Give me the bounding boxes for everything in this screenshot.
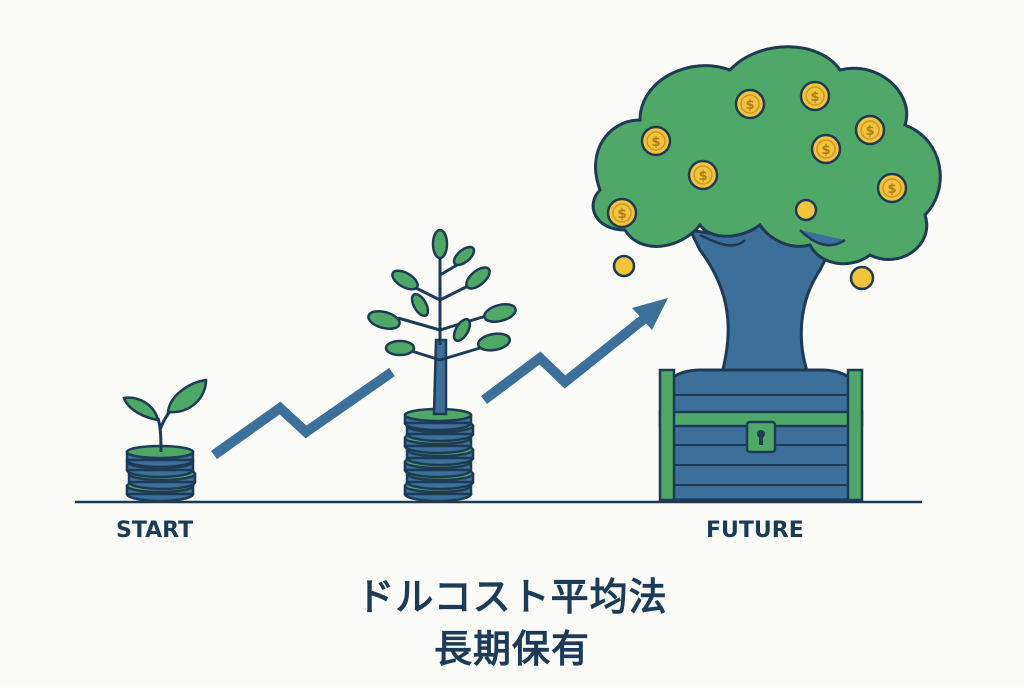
future-label: FUTURE	[706, 518, 804, 543]
title-line-2: 長期保有	[433, 627, 590, 671]
title-line-1: ドルコスト平均法	[356, 575, 668, 619]
start-label: START	[116, 518, 194, 543]
sprout-icon	[122, 378, 208, 453]
coin-stack-icon	[403, 407, 475, 503]
sapling-icon	[367, 228, 517, 416]
growth-arrow-icon	[481, 298, 668, 404]
money-tree-icon	[591, 45, 942, 382]
treasure-chest-icon	[658, 368, 864, 502]
coin-stack-icon	[125, 444, 197, 503]
growth-arrow-icon	[211, 367, 395, 460]
